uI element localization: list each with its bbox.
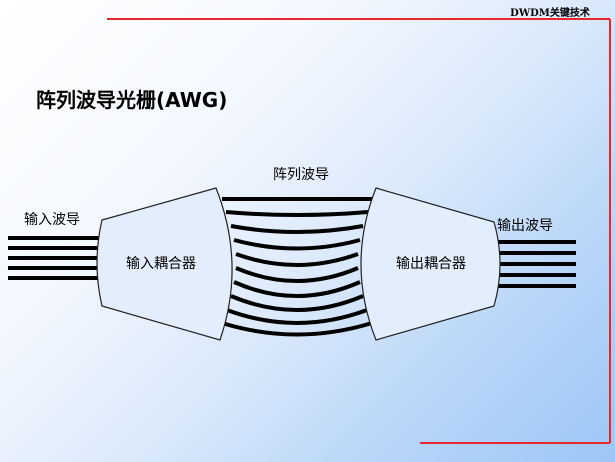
array-waveguide-label: 阵列波导 <box>273 167 329 183</box>
input-coupler-shape <box>96 187 233 341</box>
page-title: 阵列波导光栅(AWG) <box>36 88 228 112</box>
input-waveguide-label: 输入波导 <box>24 212 80 228</box>
array-waveguide-line <box>225 210 369 217</box>
output-waveguide-label: 输出波导 <box>497 218 553 234</box>
array-waveguide-line <box>233 280 361 298</box>
array-waveguides <box>221 196 373 337</box>
output-coupler-label: 输出耦合器 <box>396 256 466 272</box>
output-waveguides <box>494 240 576 288</box>
array-waveguide-line <box>230 294 364 312</box>
output-coupler-shape <box>360 187 501 341</box>
frame-lines <box>107 18 611 444</box>
array-waveguide-line <box>233 238 361 251</box>
input-coupler-label: 输入耦合器 <box>126 256 196 272</box>
input-waveguides <box>8 236 102 280</box>
array-waveguide-line <box>235 252 359 267</box>
array-waveguide-line <box>230 224 364 234</box>
array-waveguide-line <box>221 321 373 337</box>
header-tag: DWDM关键技术 <box>510 8 590 19</box>
array-waveguide-line <box>226 308 368 325</box>
array-waveguide-line <box>235 266 359 283</box>
